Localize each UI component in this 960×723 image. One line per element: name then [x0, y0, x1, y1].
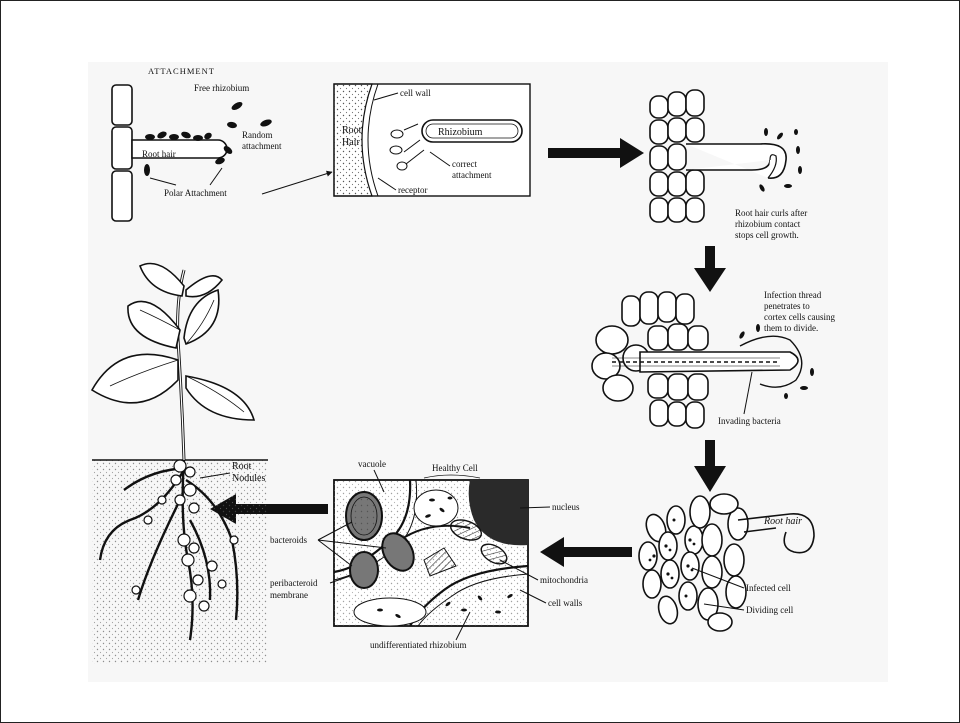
random-attachment-label-2: attachment — [242, 141, 282, 151]
root-nodules-label-2: Nodules — [232, 473, 265, 484]
correct-attachment-label-2: attachment — [452, 170, 492, 180]
root-hair-zoom-label-1: Root — [342, 125, 362, 136]
root-nodules-label-1: Root — [232, 461, 252, 472]
infection-caption-2: penetrates to — [764, 301, 810, 311]
dividing-cell-label: Dividing cell — [746, 605, 794, 615]
curl-caption-2: rhizobium contact — [735, 219, 801, 229]
peribacteroid-label-1: peribacteroid — [270, 578, 318, 588]
bacteroids-label: bacteroids — [270, 535, 307, 545]
infection-caption-1: Infection thread — [764, 290, 822, 300]
soil — [92, 460, 268, 664]
root-hair-handwritten-label: Root hair — [763, 516, 802, 527]
invading-bacteria-label: Invading bacteria — [718, 416, 781, 426]
polar-attachment-label: Polar Attachment — [164, 188, 227, 198]
peribacteroid-label-2: membrane — [270, 590, 308, 600]
rhizobium-label: Rhizobium — [438, 127, 483, 138]
mitochondria-label: mitochondria — [540, 575, 588, 585]
stage-receptor: cell wall Root Hair Rhizobium correct at… — [334, 84, 530, 196]
curl-caption-1: Root hair curls after — [735, 208, 807, 218]
curl-caption-3: stops cell growth. — [735, 230, 799, 240]
cell-walls-label: cell walls — [548, 598, 583, 608]
healthy-cell-label: Healthy Cell — [432, 463, 478, 473]
infected-cell-label: Infected cell — [746, 583, 791, 593]
undifferentiated-rhizobium-label: undifferentiated rhizobium — [370, 640, 467, 650]
attachment-heading: ATTACHMENT — [148, 66, 215, 76]
root-hair-label: Root hair — [142, 149, 176, 159]
free-rhizobium-label: Free rhizobium — [194, 83, 249, 93]
vacuole-label: vacuole — [358, 459, 386, 469]
infection-caption-3: cortex cells causing — [764, 312, 835, 322]
correct-attachment-label-1: correct — [452, 159, 477, 169]
infection-caption-4: them to divide. — [764, 323, 818, 333]
random-attachment-label-1: Random — [242, 130, 273, 140]
receptor-label: receptor — [398, 185, 427, 195]
root-hair-zoom-label-2: Hair — [342, 137, 360, 148]
nucleus-label: nucleus — [552, 502, 580, 512]
cell-wall-label: cell wall — [400, 88, 431, 98]
